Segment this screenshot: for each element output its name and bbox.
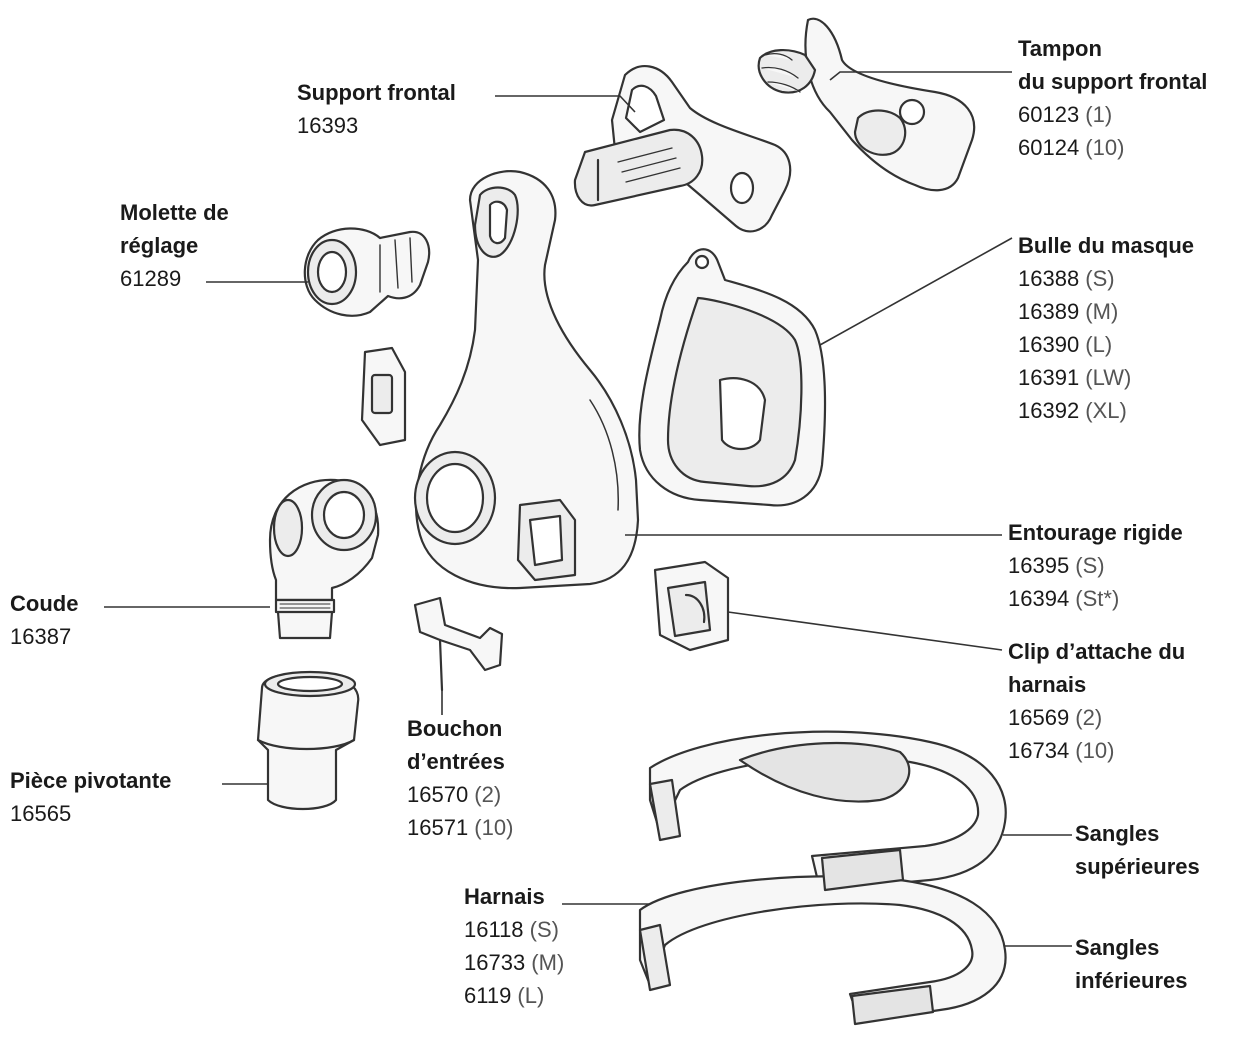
leader-lines [104, 71, 1072, 947]
label-molette: Molette de réglage 61289 [120, 196, 229, 295]
label-entourage: Entourage rigide 16395 (S) 16394 (St*) [1008, 516, 1183, 615]
part-code: 16395 (S) [1008, 553, 1105, 578]
label-piece-pivotante: Pièce pivotante 16565 [10, 764, 171, 830]
mask-cushion-part [638, 248, 827, 507]
label-title: Tampon [1018, 36, 1102, 61]
label-sangles-inferieures: Sangles inférieures [1075, 931, 1188, 997]
forehead-support-part [573, 65, 792, 233]
leader-bulle [819, 237, 1013, 346]
label-title: Sangles [1075, 821, 1160, 846]
label-title: supérieures [1075, 854, 1200, 879]
label-title: harnais [1008, 672, 1087, 697]
label-title: réglage [120, 233, 199, 258]
part-code: 16393 [297, 113, 359, 138]
part-code: 6119 (L) [464, 983, 545, 1008]
label-bulle: Bulle du masque 16388 (S) 16389 (M) 1639… [1018, 229, 1194, 427]
label-title: Pièce pivotante [10, 768, 172, 793]
part-code: 16118 (S) [464, 917, 559, 942]
leader-support-frontal [495, 95, 636, 113]
part-code: 16391 (LW) [1018, 365, 1132, 390]
part-code: 16389 (M) [1018, 299, 1119, 324]
label-title: d’entrées [407, 749, 505, 774]
label-title: du support frontal [1018, 69, 1208, 94]
forehead-pad-part [757, 17, 976, 192]
label-title: Bouchon [407, 716, 503, 741]
part-code: 61289 [120, 266, 182, 291]
part-code: 16570 (2) [407, 782, 502, 807]
part-code: 16569 (2) [1008, 705, 1103, 730]
label-title: Entourage rigide [1008, 520, 1183, 545]
label-title: Support frontal [297, 80, 456, 105]
part-code: 60124 (10) [1018, 135, 1125, 160]
label-title: Bulle du masque [1018, 233, 1195, 258]
port-cap-part [413, 596, 504, 692]
part-code: 16394 (St*) [1008, 586, 1120, 611]
part-code: 16392 (XL) [1018, 398, 1127, 423]
part-code: 16571 (10) [407, 815, 514, 840]
part-code: 16390 (L) [1018, 332, 1113, 357]
label-title: Harnais [464, 884, 545, 909]
label-title: inférieures [1075, 968, 1188, 993]
label-support-frontal: Support frontal 16393 [297, 76, 456, 142]
rigid-frame-part [413, 170, 640, 590]
label-sangles-superieures: Sangles supérieures [1075, 817, 1200, 883]
leader-clip [727, 611, 1003, 651]
headgear-part [638, 730, 1007, 1026]
adjustment-dial-part [303, 227, 431, 317]
label-title: Molette de [120, 200, 229, 225]
label-bouchon: Bouchon d’entrées 16570 (2) 16571 (10) [407, 712, 513, 844]
part-code: 16733 (M) [464, 950, 565, 975]
label-harnais: Harnais 16118 (S) 16733 (M) 6119 (L) [464, 880, 564, 1012]
label-title: Coude [10, 591, 79, 616]
label-title: Clip d’attache du [1008, 639, 1186, 664]
part-code: 16388 (S) [1018, 266, 1115, 291]
elbow-part [268, 478, 380, 640]
small-clip-part [360, 346, 407, 447]
label-clip: Clip d’attache du harnais 16569 (2) 1673… [1008, 635, 1185, 767]
label-title: Sangles [1075, 935, 1160, 960]
part-code: 60123 (1) [1018, 102, 1113, 127]
part-code: 16387 [10, 624, 72, 649]
swivel-part [256, 670, 360, 810]
part-code: 16565 [10, 801, 72, 826]
headgear-clip-part [653, 560, 730, 652]
label-coude: Coude 16387 [10, 587, 78, 653]
leader-tampon [829, 71, 1012, 81]
part-code: 16734 (10) [1008, 738, 1115, 763]
label-tampon: Tampon du support frontal 60123 (1) 6012… [1018, 32, 1207, 164]
